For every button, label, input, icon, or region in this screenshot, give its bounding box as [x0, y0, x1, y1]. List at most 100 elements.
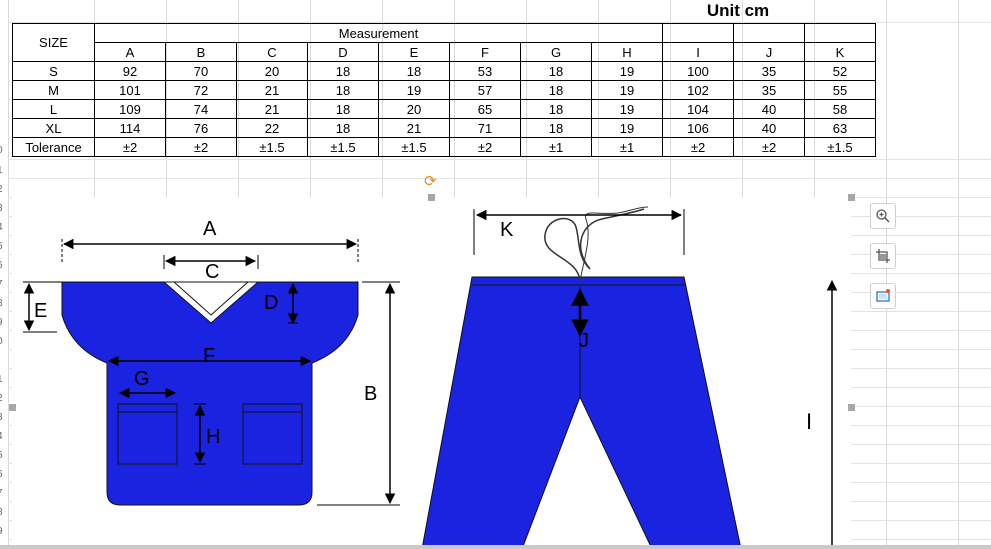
measurement-cell[interactable]: 21 — [378, 118, 450, 138]
row-number[interactable]: 8 — [0, 508, 7, 518]
measurement-cell[interactable]: 35 — [733, 80, 805, 100]
row-number[interactable]: 2 — [0, 394, 7, 404]
row-number[interactable]: 0 — [0, 337, 7, 347]
measurement-cell[interactable]: 18 — [520, 80, 592, 100]
measurement-cell[interactable]: 20 — [378, 99, 450, 119]
row-number[interactable]: 7 — [0, 489, 7, 499]
measurement-cell[interactable]: 52 — [804, 61, 876, 81]
measurement-cell[interactable]: 18 — [307, 99, 379, 119]
row-number[interactable]: 4 — [0, 223, 7, 233]
measurement-cell[interactable]: 57 — [449, 80, 521, 100]
size-header[interactable]: SIZE — [12, 23, 95, 62]
measurement-cell[interactable]: 40 — [733, 118, 805, 138]
measurement-cell[interactable]: 53 — [449, 61, 521, 81]
measurement-cell[interactable]: 58 — [804, 99, 876, 119]
row-number[interactable]: 5 — [0, 451, 7, 461]
header-cell[interactable] — [733, 23, 805, 43]
measurement-cell[interactable]: 35 — [733, 61, 805, 81]
measurement-cell[interactable]: 18 — [520, 61, 592, 81]
column-header-c[interactable]: C — [236, 42, 308, 62]
measurement-cell[interactable]: 114 — [94, 118, 166, 138]
measurement-cell[interactable]: 104 — [662, 99, 734, 119]
column-header-b[interactable]: B — [165, 42, 237, 62]
column-header-e[interactable]: E — [378, 42, 450, 62]
measurement-cell[interactable]: ±1 — [520, 137, 592, 157]
horizontal-scrollbar[interactable] — [0, 545, 991, 549]
unit-label[interactable]: Unit cm — [706, 1, 770, 20]
row-number[interactable]: 8 — [0, 299, 7, 309]
measurement-cell[interactable]: 65 — [449, 99, 521, 119]
measurement-header[interactable]: Measurement — [94, 23, 663, 43]
column-header-i[interactable]: I — [662, 42, 734, 62]
header-cell[interactable] — [804, 23, 876, 43]
measurement-cell[interactable]: 20 — [236, 61, 308, 81]
measurement-cell[interactable]: 18 — [307, 118, 379, 138]
size-cell[interactable]: Tolerance — [12, 137, 95, 157]
measurement-cell[interactable]: ±2 — [449, 137, 521, 157]
measurement-cell[interactable]: 102 — [662, 80, 734, 100]
size-cell[interactable]: M — [12, 80, 95, 100]
zoom-in-button[interactable] — [870, 203, 896, 229]
size-cell[interactable]: S — [12, 61, 95, 81]
measurement-cell[interactable]: 76 — [165, 118, 237, 138]
row-number[interactable]: 2 — [0, 185, 7, 195]
measurement-cell[interactable]: ±1.5 — [804, 137, 876, 157]
row-number[interactable]: 4 — [0, 432, 7, 442]
measurement-cell[interactable]: 101 — [94, 80, 166, 100]
row-number[interactable]: 9 — [0, 318, 7, 328]
row-number[interactable]: 3 — [0, 413, 7, 423]
measurement-cell[interactable]: 18 — [520, 118, 592, 138]
column-header-a[interactable]: A — [94, 42, 166, 62]
row-number[interactable]: 5 — [0, 242, 7, 252]
column-header-j[interactable]: J — [733, 42, 805, 62]
measurement-cell[interactable]: ±2 — [662, 137, 734, 157]
measurement-cell[interactable]: 71 — [449, 118, 521, 138]
measurement-cell[interactable]: 72 — [165, 80, 237, 100]
measurement-cell[interactable]: ±2 — [733, 137, 805, 157]
row-number[interactable]: 3 — [0, 204, 7, 214]
column-header-h[interactable]: H — [591, 42, 663, 62]
measurement-cell[interactable]: ±2 — [165, 137, 237, 157]
measurement-cell[interactable]: 40 — [733, 99, 805, 119]
measurement-cell[interactable]: 18 — [307, 61, 379, 81]
row-number[interactable]: 1 — [0, 375, 7, 385]
column-header-k[interactable]: K — [804, 42, 876, 62]
row-number[interactable]: 6 — [0, 261, 7, 271]
column-header-g[interactable]: G — [520, 42, 592, 62]
header-cell[interactable] — [662, 23, 734, 43]
size-cell[interactable]: L — [12, 99, 95, 119]
measurement-cell[interactable]: 21 — [236, 80, 308, 100]
measurement-cell[interactable]: 55 — [804, 80, 876, 100]
measurement-cell[interactable]: 19 — [591, 61, 663, 81]
measurement-cell[interactable]: 18 — [520, 99, 592, 119]
row-number[interactable]: 1 — [0, 166, 7, 176]
measurement-cell[interactable]: ±1.5 — [378, 137, 450, 157]
crop-button[interactable] — [870, 243, 896, 269]
column-header-d[interactable]: D — [307, 42, 379, 62]
measurement-cell[interactable]: ±1 — [591, 137, 663, 157]
measurement-cell[interactable]: ±1.5 — [307, 137, 379, 157]
measurement-cell[interactable]: 18 — [378, 61, 450, 81]
measurement-cell[interactable]: 18 — [307, 80, 379, 100]
measurement-cell[interactable]: 19 — [591, 99, 663, 119]
measurement-cell[interactable]: 100 — [662, 61, 734, 81]
measurement-cell[interactable]: ±1.5 — [236, 137, 308, 157]
measurement-cell[interactable]: 106 — [662, 118, 734, 138]
row-number[interactable]: 0 — [0, 146, 7, 156]
measurement-cell[interactable]: 19 — [378, 80, 450, 100]
row-headers[interactable]: 0 1 2 3 4 5 6 7 8 9 0 1 2 3 4 5 6 7 8 9 — [0, 0, 8, 549]
row-number[interactable]: 6 — [0, 470, 7, 480]
measurement-cell[interactable]: 21 — [236, 99, 308, 119]
image-frame-button[interactable] — [870, 283, 896, 309]
row-number[interactable]: 7 — [0, 280, 7, 290]
measurement-cell[interactable]: 109 — [94, 99, 166, 119]
measurement-cell[interactable]: 19 — [591, 80, 663, 100]
measurement-cell[interactable]: 63 — [804, 118, 876, 138]
resize-handle-left[interactable] — [9, 404, 16, 411]
rotate-handle-icon[interactable]: ⟳ — [424, 173, 437, 190]
measurement-cell[interactable]: 22 — [236, 118, 308, 138]
measurement-cell[interactable]: 70 — [165, 61, 237, 81]
measurement-cell[interactable]: 19 — [591, 118, 663, 138]
measurement-cell[interactable]: 92 — [94, 61, 166, 81]
resize-handle-right[interactable] — [848, 404, 855, 411]
